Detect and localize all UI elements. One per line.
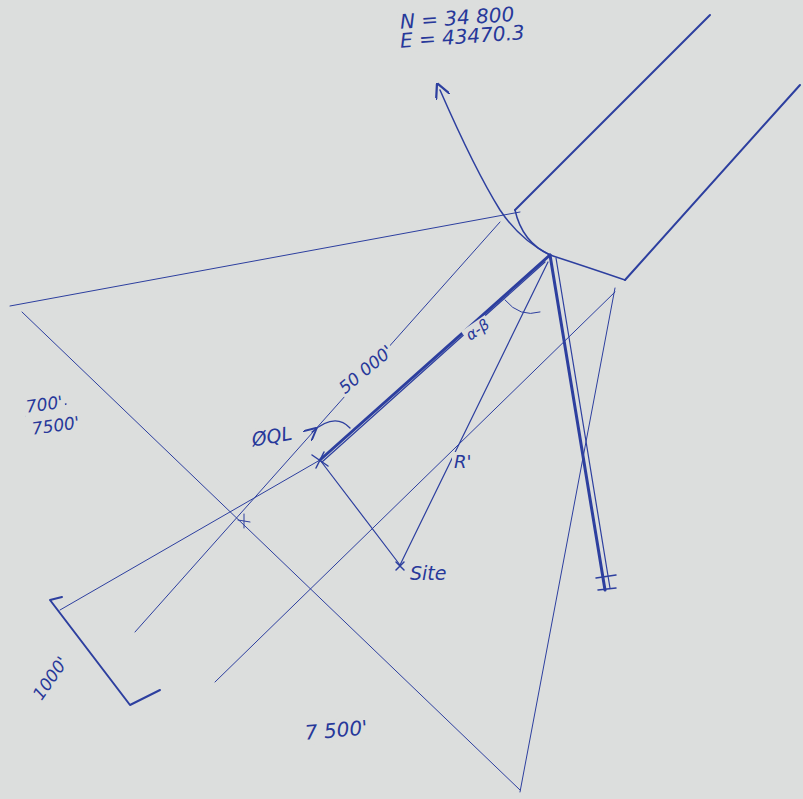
sketch-label: 700'	[23, 392, 66, 417]
sketch-label: R'	[452, 452, 473, 473]
sketch-label: 50 000'	[334, 340, 399, 399]
sketch-label: ØQL	[248, 422, 296, 451]
sketch-label: α-β	[461, 315, 495, 346]
sketch-label: Site	[408, 563, 448, 585]
sketch-label: 1000'	[28, 652, 74, 706]
sketch-label: 7500'	[29, 413, 83, 440]
sketch-label: 7 500'	[302, 716, 371, 745]
